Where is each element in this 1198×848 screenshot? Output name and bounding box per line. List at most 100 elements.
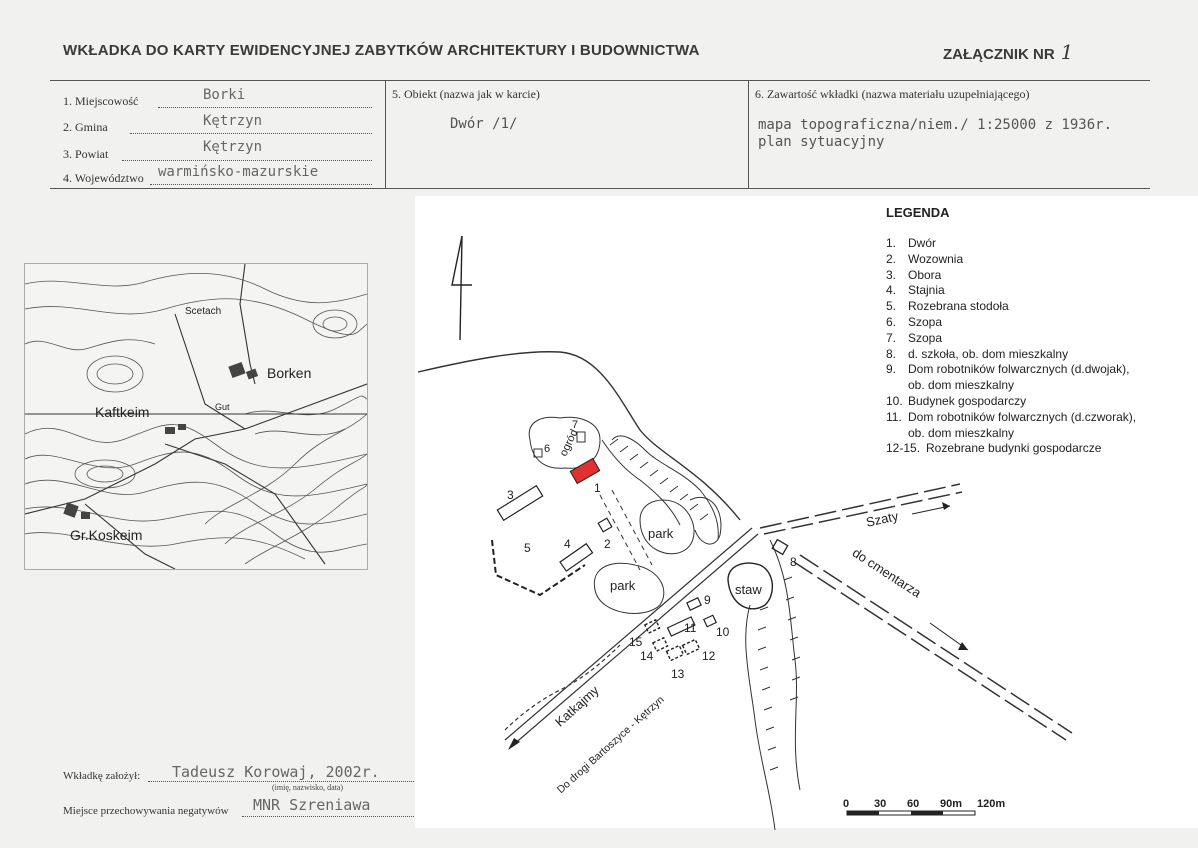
label-kaftkeim: Kaftkeim [95, 404, 149, 420]
legend-item: 7.Szopa [886, 331, 1136, 347]
form-bottom-rule [50, 188, 1150, 189]
form-top-rule [50, 80, 1150, 81]
field-value-powiat: Kętrzyn [203, 139, 263, 155]
building-10 [702, 614, 718, 628]
legend-title: LEGENDA [886, 205, 950, 220]
legend-text: Dwór [908, 236, 937, 250]
arrow-to-road-icon [508, 738, 520, 750]
building-3 [496, 484, 544, 522]
storage-value: MNR Szreniawa [253, 796, 371, 814]
legend-item: 10.Budynek gospodarczy [886, 394, 1136, 410]
legend-item: 3. Obora [886, 268, 1136, 284]
legend-text: Rozebrane budynki gospodarcze [926, 441, 1102, 456]
legend-text: Wozownia [908, 251, 964, 266]
field-label-wojewodztwo: 4. Województwo [63, 171, 144, 185]
north-arrow-icon [451, 235, 472, 341]
field-dots [130, 121, 372, 134]
field-label-gmina: 2. Gmina [63, 120, 108, 134]
scale-bar-seg-1 [847, 811, 879, 815]
label-num-1: 1 [594, 481, 601, 495]
label-num-11: 11 [684, 621, 697, 635]
topographic-map-drawing: Borken Kaftkeim Gr.Koskeim Scetach Gut [25, 264, 367, 569]
form-divider-2 [748, 80, 749, 188]
legend-item: 9. Dom robotników folwarcznych (d.dwojak)… [886, 362, 1136, 378]
road-cmentarz [793, 554, 1073, 741]
field-value-gmina: Kętrzyn [203, 113, 263, 129]
park-2 [593, 562, 665, 614]
pond [727, 562, 773, 610]
label-num-15: 15 [629, 635, 643, 649]
label-gut: Gut [215, 402, 230, 412]
field-value-wojewodztwo: warmińsko-mazurskie [158, 164, 319, 180]
building-6 [533, 448, 543, 458]
label-num-2: 2 [604, 537, 611, 551]
building-7 [576, 431, 586, 443]
field-dots [242, 804, 414, 817]
legend-list: 1.Dwór 2.Wozownia 3.Obora 4.Stajnia 5.Ro… [886, 236, 1136, 457]
garden-area [528, 416, 601, 469]
label-num-3: 3 [507, 488, 514, 502]
building-2 [597, 517, 613, 533]
label-num-14: 14 [640, 649, 654, 663]
scale-label-0: 0 [843, 798, 849, 810]
label-num-10: 10 [716, 625, 730, 639]
legend-item: 8.d. szkoła, ob. dom mieszkalny [886, 347, 1136, 363]
legend-text: Obora [908, 267, 942, 282]
field-value-miejscowosc: Borki [203, 87, 246, 103]
topographic-map: Borken Kaftkeim Gr.Koskeim Scetach Gut [24, 263, 368, 570]
legend-item: 4.Stajnia [886, 283, 1136, 299]
annex-number: 1 [1060, 40, 1074, 64]
legend-num: 4. [886, 283, 897, 298]
contents-line-2: plan sytuacyjny [758, 134, 885, 150]
scale-bar: 0 30 60 90m 120m [843, 798, 1005, 816]
field-label-miejscowosc: 1. Miejscowość [63, 94, 139, 108]
legend-num: 1. [886, 236, 897, 250]
field-dots [122, 148, 372, 161]
label-szaty: Szaty [865, 508, 900, 530]
building-9 [686, 597, 702, 611]
arrow-szaty-head-icon [942, 502, 950, 510]
legend-text: Budynek gospodarczy [908, 393, 1027, 408]
label-num-13: 13 [671, 667, 685, 681]
legend-num: 11. [886, 409, 902, 424]
label-num-4: 4 [564, 537, 571, 551]
founded-value: Tadeusz Korowaj, 2002r. [172, 763, 380, 781]
legend-num: 9. [886, 362, 897, 377]
storage-label: Miejsce przechowywania negatywów [63, 805, 229, 817]
legend-num: 5. [886, 299, 897, 314]
label-num-5: 5 [524, 541, 531, 555]
building-15 [643, 618, 661, 634]
contents-line-1: mapa topograficzna/niem./ 1:25000 z 1936… [758, 117, 1113, 133]
building-12 [681, 638, 701, 656]
legend-item: 6.Szopa [886, 315, 1136, 331]
legend-num: 3. [886, 267, 897, 282]
scale-bar-seg-3 [911, 811, 943, 815]
legend-subtext: ob. dom mieszkalny [908, 425, 1015, 440]
arrow-cmentarz-head-icon [958, 642, 968, 650]
label-cmentarz: do cmentarza [850, 545, 925, 601]
legend-item: 5.Rozebrana stodoła [886, 299, 1136, 315]
label-num-12: 12 [702, 649, 716, 663]
scale-label-120: 120m [977, 798, 1005, 810]
legend-num: 8. [886, 346, 897, 361]
label-num-8: 8 [790, 555, 797, 569]
buildings [63, 361, 259, 519]
label-koskeim: Gr.Koskeim [70, 527, 142, 543]
label-park-1: park [648, 526, 674, 541]
scale-label-60: 60 [907, 798, 919, 810]
object-value: Dwór /1/ [450, 116, 518, 132]
legend-item: 12-15.Rozebrane budynki gospodarcze [886, 441, 1136, 457]
label-scetach: Scetach [185, 306, 221, 317]
building-1-dwor[interactable] [569, 457, 601, 485]
label-num-6: 6 [544, 443, 550, 455]
legend-num: 6. [886, 314, 897, 329]
label-borken: Borken [267, 365, 311, 381]
label-park-2: park [610, 578, 636, 593]
field-dots [150, 172, 372, 185]
park-1 [639, 499, 695, 555]
object-heading: 5. Obiekt (nazwa jak w karcie) [392, 87, 540, 101]
form-divider-1 [385, 80, 386, 188]
legend-item: 1. Dwór [886, 236, 1136, 252]
legend-text: Dom robotników folwarcznych (d.dwojak), [908, 362, 1130, 377]
